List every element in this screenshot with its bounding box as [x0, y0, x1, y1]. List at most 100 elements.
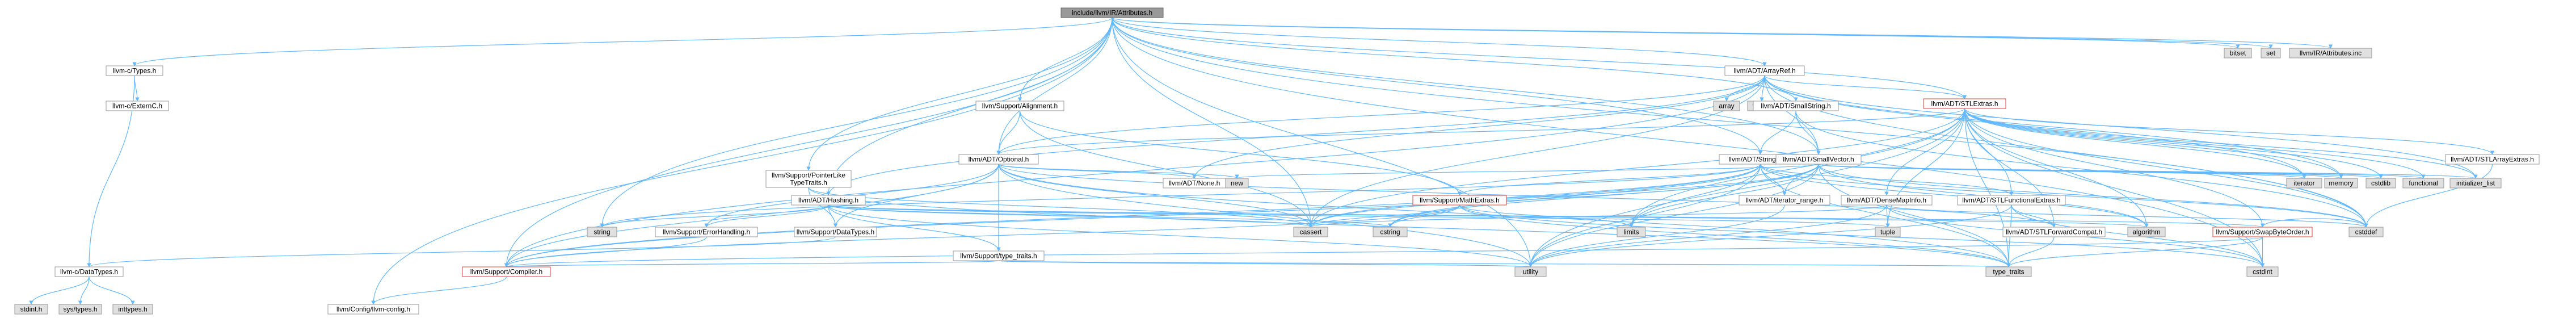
node-box: [1753, 101, 1839, 111]
node-cstdlib[interactable]: cstdlib: [2365, 178, 2396, 189]
node-array[interactable]: array: [1713, 101, 1740, 111]
node-bitset[interactable]: bitset: [2224, 48, 2252, 58]
node-limits[interactable]: limits: [1617, 227, 1646, 237]
dependency-edge: [87, 236, 836, 267]
node-box: [765, 170, 852, 188]
node-label: TypeTraits.h: [790, 179, 827, 187]
node-c-datatypes[interactable]: llvm-c/DataTypes.h: [54, 266, 124, 277]
node-mathextras-h[interactable]: llvm/Support/MathExtras.h: [1412, 195, 1507, 206]
node-string[interactable]: string: [587, 227, 617, 237]
node-utility[interactable]: utility: [1514, 266, 1547, 277]
dependency-edge: [1112, 17, 1967, 99]
node-label: cassert: [1300, 228, 1322, 236]
node-stlfunctional-h[interactable]: llvm/ADT/STLFunctionalExtras.h: [1957, 195, 2066, 206]
dependency-edge: [1019, 110, 1313, 228]
node-label: initializer_list: [2456, 179, 2495, 187]
dependency-edge: [1459, 204, 1634, 228]
node-label: llvm/Support/MathExtras.h: [1420, 196, 1500, 204]
node-swapbyteorder-h[interactable]: llvm/Support/SwapByteOrder.h: [2212, 227, 2313, 237]
node-label: llvm/ADT/iterator_range.h: [1746, 196, 1824, 204]
node-set[interactable]: set: [2261, 48, 2281, 58]
node-supdatatypes-h[interactable]: llvm/Support/DataTypes.h: [794, 227, 877, 237]
node-c-externc[interactable]: llvm-c/ExternC.h: [106, 101, 169, 111]
node-label: llvm/Support/Compiler.h: [470, 268, 542, 276]
node-compiler-h[interactable]: llvm/Support/Compiler.h: [462, 266, 551, 277]
node-label: llvm/IR/Attributes.inc: [2300, 49, 2362, 57]
dependency-edge: [1764, 75, 2306, 179]
node-cstddef[interactable]: cstddef: [2348, 227, 2384, 237]
node-label: new: [1231, 179, 1243, 187]
dependency-edge: [998, 260, 1532, 267]
node-config-h[interactable]: llvm/Config/llvm-config.h: [327, 304, 419, 315]
node-optional-h[interactable]: llvm/ADT/Optional.h: [958, 154, 1039, 165]
dependency-edge: [1388, 164, 1761, 228]
dependency-edge: [1308, 204, 1887, 228]
node-stlextras-h[interactable]: llvm/ADT/STLExtras.h: [1923, 98, 2006, 109]
node-iterator[interactable]: iterator: [2286, 178, 2322, 189]
node-box: [1373, 227, 1408, 237]
dependency-edge: [1782, 108, 1965, 196]
dependency-edge: [2364, 164, 2493, 228]
dependency-edge: [504, 204, 1460, 267]
node-label: llvm-c/DataTypes.h: [60, 268, 118, 276]
node-type-traits[interactable]: type_traits: [1985, 266, 2032, 277]
node-label: bitset: [2230, 49, 2246, 57]
node-typetraits-sup-h[interactable]: llvm/Support/type_traits.h: [953, 250, 1045, 261]
dependency-edge: [996, 108, 1965, 155]
dependency-edge: [600, 204, 829, 228]
dependency-edge: [1886, 204, 2368, 228]
node-memory[interactable]: memory: [2324, 178, 2358, 189]
node-arrayref-h[interactable]: llvm/ADT/ArrayRef.h: [1724, 65, 1805, 76]
dependency-edge: [1758, 110, 1796, 155]
dependency-edge: [1818, 164, 2368, 228]
node-label: llvm-c/ExternC.h: [112, 102, 162, 110]
node-stlarrayextras-h[interactable]: llvm/ADT/STLArrayExtras.h: [2445, 154, 2540, 165]
node-box: [2286, 178, 2322, 189]
dependency-edge: [504, 164, 999, 267]
node-label: llvm/Support/DataTypes.h: [797, 228, 874, 236]
node-box: [953, 250, 1045, 261]
node-systypes-h[interactable]: sys/types.h: [58, 304, 102, 315]
node-cassert[interactable]: cassert: [1293, 227, 1328, 237]
dependency-edge: [1112, 17, 2333, 49]
node-tuple[interactable]: tuple: [1875, 227, 1901, 237]
dependency-edge: [1308, 164, 1819, 228]
dependency-edge: [1235, 164, 1819, 179]
node-box: [1514, 266, 1547, 277]
dependency-edge: [1964, 108, 2368, 228]
node-algorithm[interactable]: algorithm: [2127, 227, 2166, 237]
node-none-h[interactable]: llvm/ADT/None.h: [1163, 178, 1226, 189]
node-c-types[interactable]: llvm-c/Types.h: [106, 65, 163, 76]
dependency-edge: [2006, 236, 2055, 267]
node-label: llvm/ADT/SmallString.h: [1761, 102, 1830, 110]
dependency-edge: [1795, 110, 1821, 155]
dependency-edge: [704, 204, 829, 228]
dependency-edge: [826, 17, 1113, 196]
node-functional[interactable]: functional: [2402, 178, 2444, 189]
node-densemapinfo-h[interactable]: llvm/ADT/DenseMapInfo.h: [1841, 195, 1933, 206]
dependency-edge: [826, 75, 1765, 196]
dependency-edge: [1459, 204, 2011, 267]
node-cstring[interactable]: cstring: [1373, 227, 1408, 237]
node-attributes-inc[interactable]: llvm/IR/Attributes.inc: [2289, 48, 2372, 58]
node-stdint-h[interactable]: stdint.h: [14, 304, 48, 315]
node-label: llvm/ADT/DenseMapInfo.h: [1847, 196, 1926, 204]
node-smallvector-h[interactable]: llvm/ADT/SmallVector.h: [1775, 154, 1862, 165]
node-label: llvm-c/Types.h: [113, 67, 157, 75]
node-iterator-range-h[interactable]: llvm/ADT/iterator_range.h: [1739, 195, 1830, 206]
node-initializer-list[interactable]: initializer_list: [2449, 178, 2502, 189]
node-inttypes-h[interactable]: inttypes.h: [112, 304, 153, 315]
dependency-edge: [504, 260, 999, 267]
node-attributes-h[interactable]: include/llvm/IR/Attributes.h: [1060, 7, 1164, 18]
node-new[interactable]: new: [1225, 178, 1249, 189]
node-label: llvm/ADT/None.h: [1169, 179, 1220, 187]
node-errorhandling-h[interactable]: llvm/Support/ErrorHandling.h: [655, 227, 758, 237]
node-cstdint[interactable]: cstdint: [2246, 266, 2279, 277]
dependency-edge: [1629, 164, 1819, 228]
node-stlforward-h[interactable]: llvm/ADT/STLForwardCompat.h: [2002, 227, 2106, 237]
node-smallstring-h[interactable]: llvm/ADT/SmallString.h: [1753, 101, 1839, 111]
node-alignment-h[interactable]: llvm/Support/Alignment.h: [975, 101, 1064, 111]
node-hashing-h[interactable]: llvm/ADT/Hashing.h: [791, 195, 866, 206]
node-label: type_traits: [1993, 268, 2024, 276]
